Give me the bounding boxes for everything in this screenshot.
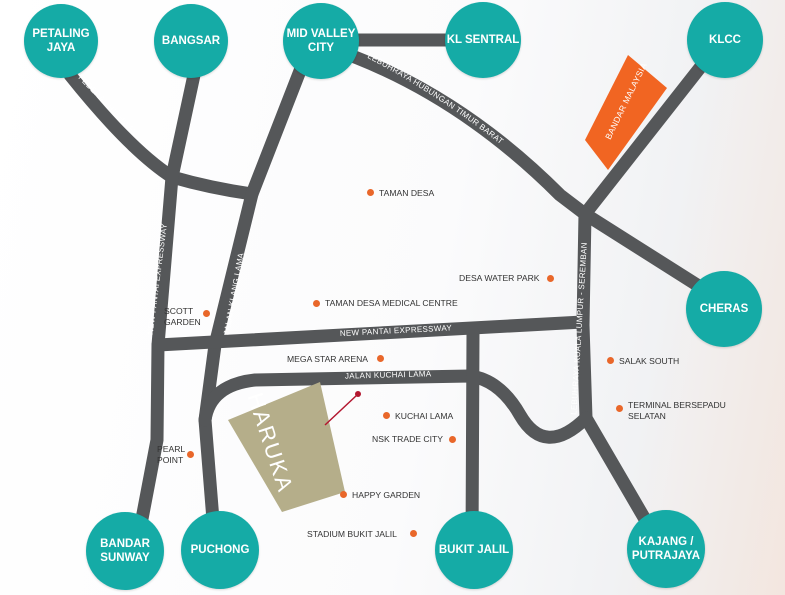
road-bukit-jalil bbox=[465, 326, 480, 552]
label-jalan-kuchai-lama: JALAN KUCHAI LAMA bbox=[345, 369, 432, 380]
hub-cheras: CHERAS bbox=[686, 271, 762, 347]
road-cheras-link bbox=[578, 207, 712, 297]
road-jalan-kuchai-lama bbox=[198, 369, 593, 444]
poi-dot-scott-garden bbox=[203, 310, 210, 317]
hub-puchong: PUCHONG bbox=[181, 511, 259, 589]
poi-mega-star-arena: MEGA STAR ARENA bbox=[287, 354, 369, 364]
poi-taman-desa: TAMAN DESA bbox=[379, 188, 435, 198]
hub-mid-valley-city: MID VALLEY CITY bbox=[283, 3, 359, 79]
poi-dot-taman-desa-medical bbox=[313, 300, 320, 307]
haruka-pointer-line bbox=[324, 394, 358, 426]
hub-klcc: KLCC bbox=[687, 2, 763, 78]
area-haruka bbox=[228, 382, 345, 512]
poi-salak-south: SALAK SOUTH bbox=[619, 356, 680, 366]
area-bandar-malaysia bbox=[585, 55, 667, 170]
poi-dot-mega-star-arena bbox=[377, 355, 384, 362]
road-new-pantai-expressway-east bbox=[151, 315, 590, 352]
hub-bangsar: BANGSAR bbox=[154, 4, 228, 78]
poi-dot-taman-desa bbox=[367, 189, 374, 196]
road-lebuhraya-kuala-lumpur-seremban bbox=[576, 207, 667, 552]
poi-dot-kuchai-lama bbox=[383, 412, 390, 419]
poi-dot-happy-garden bbox=[340, 491, 347, 498]
poi-pearl-point: PEARL POINT bbox=[157, 444, 186, 465]
haruka-pointer-dot bbox=[355, 391, 361, 397]
poi-stadium-bukit-jalil: STADIUM BUKIT JALIL bbox=[307, 529, 397, 539]
poi-dot-salak-south bbox=[607, 357, 614, 364]
poi-nsk-trade-city: NSK TRADE CITY bbox=[372, 434, 443, 444]
poi-dot-stadium-bukit-jalil bbox=[410, 530, 417, 537]
hub-petaling-jaya: PETALING JAYA bbox=[24, 4, 98, 78]
poi-dot-nsk-trade-city bbox=[449, 436, 456, 443]
poi-dot-terminal-bersepadu bbox=[616, 405, 623, 412]
poi-kuchai-lama: KUCHAI LAMA bbox=[395, 411, 454, 421]
poi-dot-desa-water-park bbox=[547, 275, 554, 282]
poi-terminal-bersepadu: TERMINAL BERSEPADU SELATAN bbox=[628, 400, 726, 421]
hub-bukit-jalil: BUKIT JALIL bbox=[435, 511, 513, 589]
hub-kl-sentral: KL SENTRAL bbox=[445, 2, 521, 78]
poi-happy-garden: HAPPY GARDEN bbox=[352, 490, 421, 500]
hub-bandar-sunway: BANDAR SUNWAY bbox=[86, 512, 164, 590]
road-lebuhraya-hubungan-timur-barat bbox=[323, 41, 592, 221]
poi-desa-water-park: DESA WATER PARK bbox=[459, 273, 540, 283]
road-klcc-link bbox=[578, 48, 717, 221]
poi-dot-pearl-point bbox=[187, 451, 194, 458]
poi-scott-garden: SCOTT GARDEN bbox=[164, 306, 201, 327]
poi-taman-desa-medical: TAMAN DESA MEDICAL CENTRE bbox=[325, 298, 458, 308]
hub-kajang-putrajaya: KAJANG / PUTRAJAYA bbox=[627, 510, 705, 588]
